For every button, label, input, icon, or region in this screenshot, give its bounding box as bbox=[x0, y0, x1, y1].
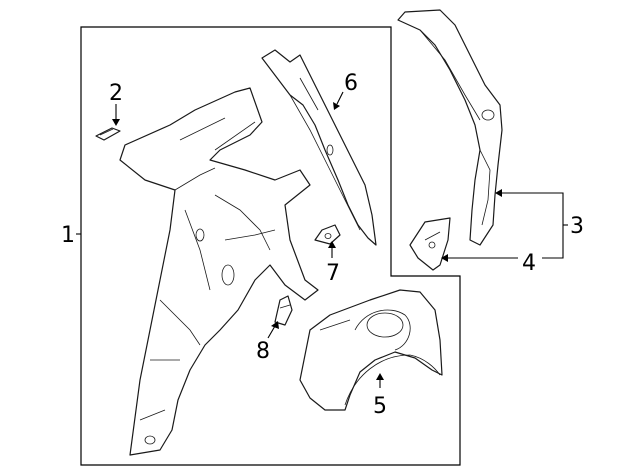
callout-7: 7 bbox=[326, 261, 340, 286]
clip-part[interactable] bbox=[95, 127, 121, 141]
bracket-plate[interactable] bbox=[409, 217, 451, 271]
callout-5: 5 bbox=[373, 394, 387, 419]
arrow-5 bbox=[376, 373, 384, 380]
callout-1: 1 bbox=[61, 223, 75, 248]
callout-8: 8 bbox=[256, 339, 270, 364]
callout-4: 4 bbox=[522, 251, 536, 276]
arrow-7 bbox=[328, 241, 336, 248]
arrow-6 bbox=[333, 102, 340, 110]
leader-3 bbox=[500, 192, 564, 259]
wheelhouse-panel[interactable] bbox=[299, 289, 443, 411]
callout-6: 6 bbox=[344, 71, 358, 96]
callout-2: 2 bbox=[109, 81, 123, 106]
arrow-4 bbox=[441, 254, 448, 262]
pillar-reinforcement[interactable] bbox=[261, 49, 377, 246]
leader-8 bbox=[267, 325, 276, 339]
small-bracket[interactable] bbox=[314, 224, 341, 245]
clip-bracket[interactable] bbox=[274, 295, 293, 326]
arrow-8 bbox=[271, 321, 279, 329]
callout-3: 3 bbox=[570, 214, 584, 239]
outer-pillar-extension[interactable] bbox=[397, 9, 503, 246]
arrow-2 bbox=[112, 119, 120, 126]
leader-6 bbox=[336, 91, 344, 105]
arrow-3 bbox=[495, 189, 502, 197]
group-frame bbox=[80, 26, 461, 466]
quarter-inner-panel[interactable] bbox=[119, 87, 319, 456]
